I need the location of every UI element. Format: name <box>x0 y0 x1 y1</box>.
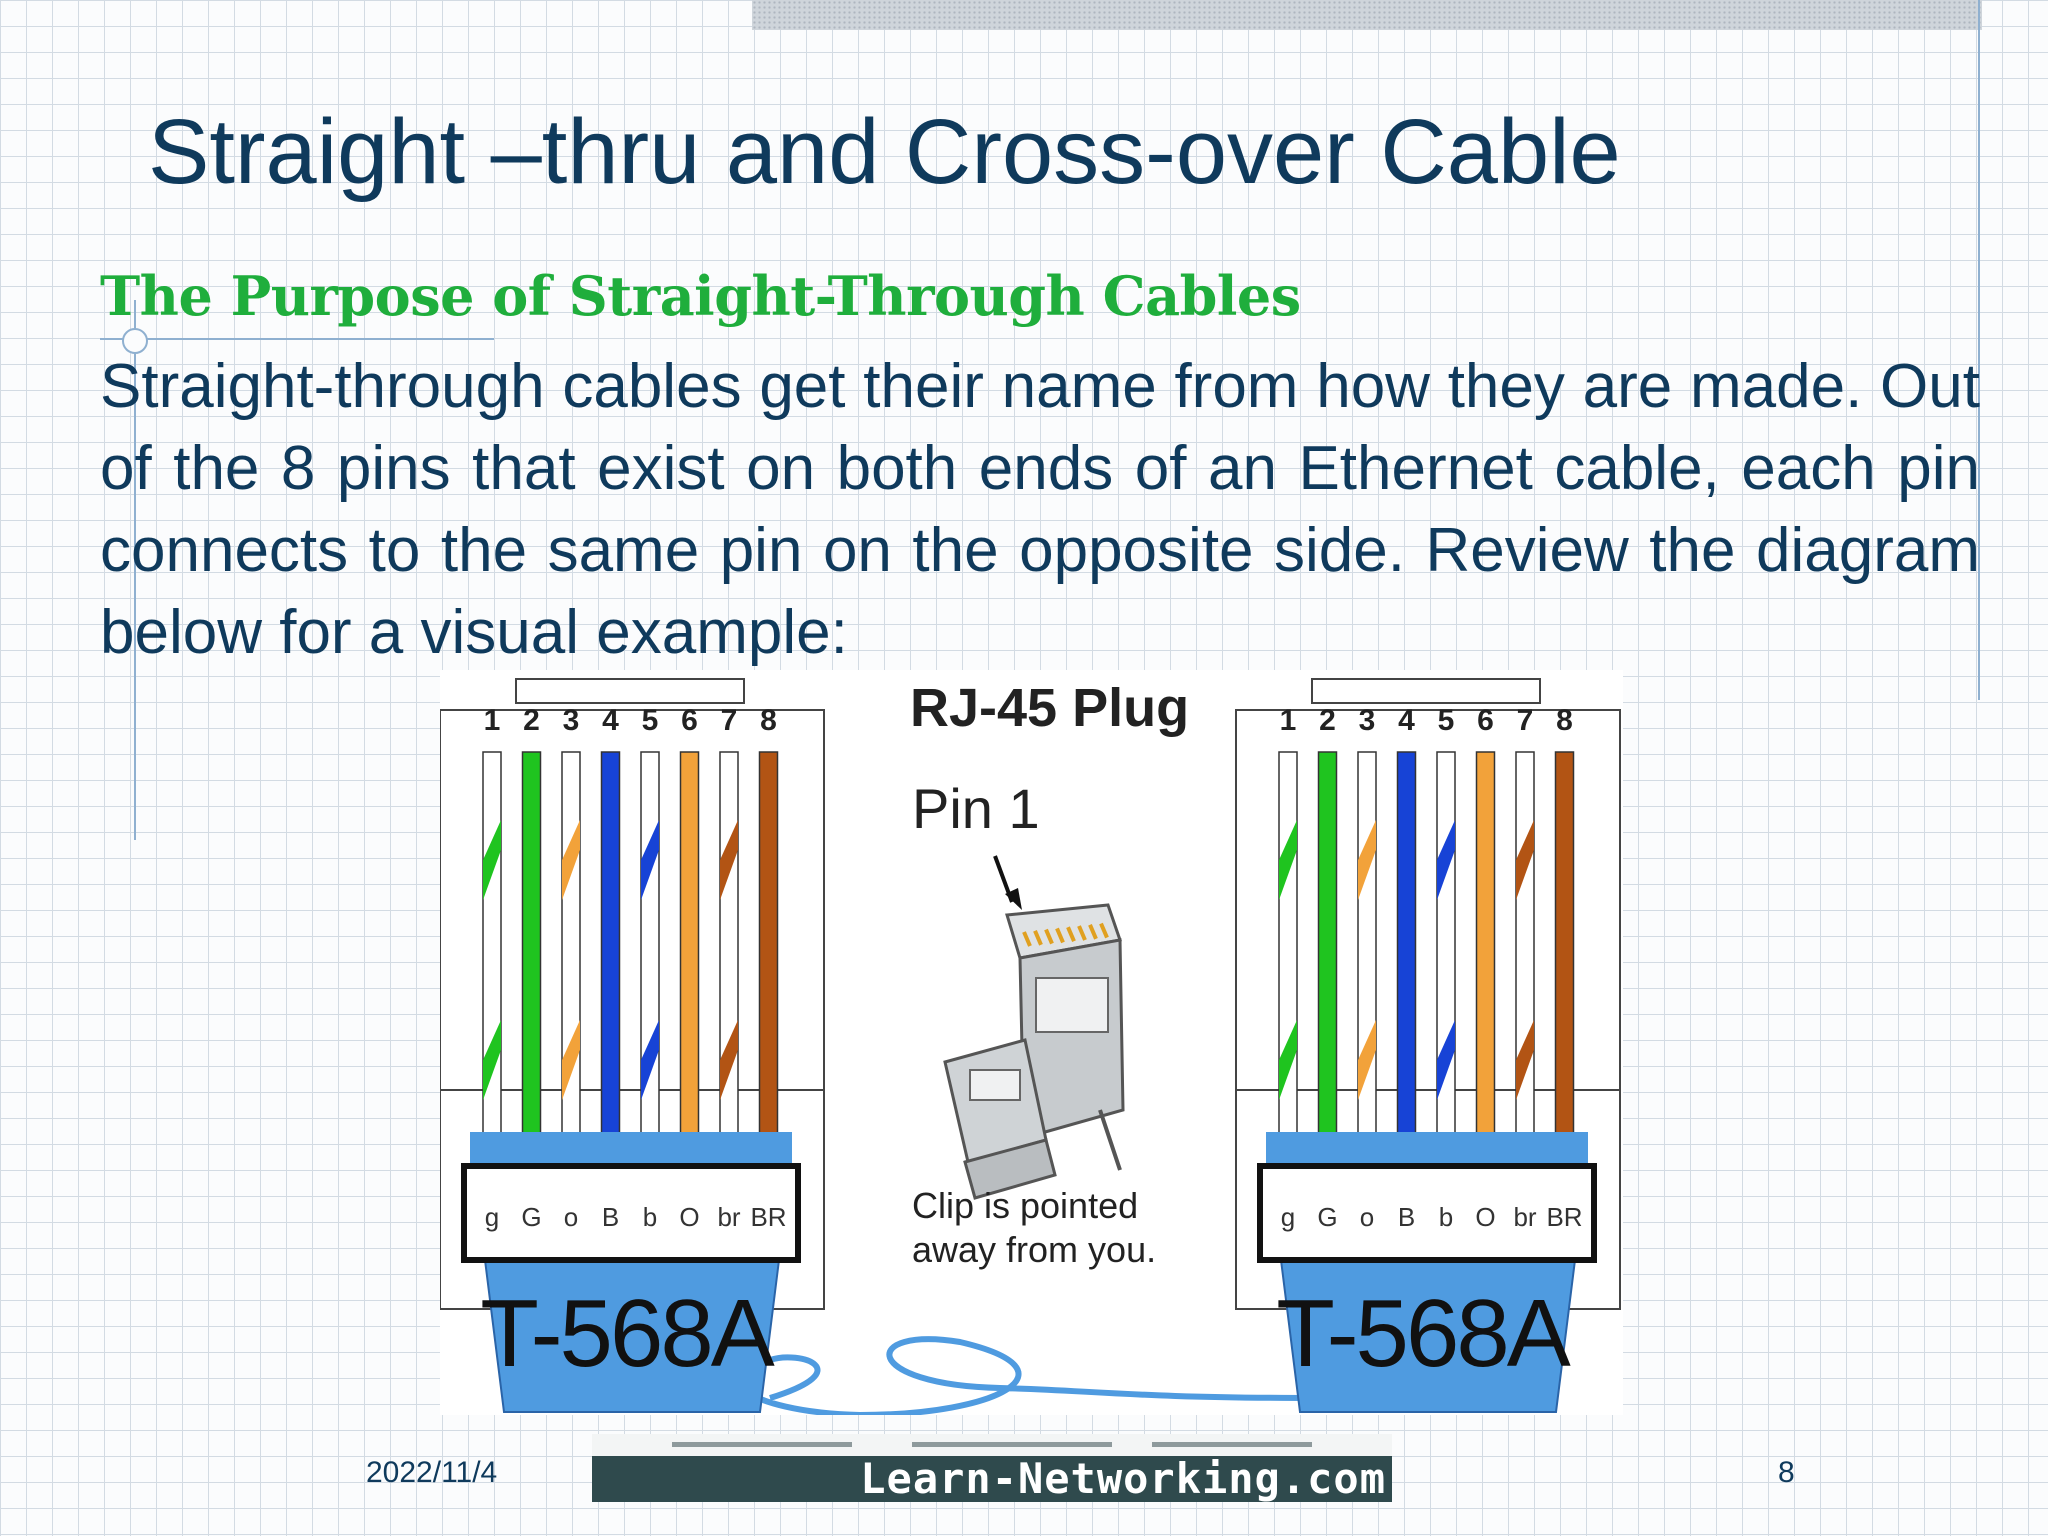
clip-note-line1: Clip is pointed <box>912 1185 1138 1226</box>
left-wire-stripe <box>562 1020 580 1100</box>
left-wire-code: br <box>717 1202 740 1232</box>
source-banner-text: Learn-Networking.com <box>860 1454 1386 1502</box>
slide-title: Straight –thru and Cross-over Cable <box>148 101 1621 203</box>
left-wire-code: o <box>564 1202 578 1232</box>
decorative-vertical-line-left <box>134 300 136 840</box>
right-wire-stripe <box>1358 820 1376 900</box>
right-wire-code: BR <box>1546 1202 1582 1232</box>
right-wire-stripe <box>1516 1020 1534 1100</box>
left-pin-number: 4 <box>602 704 619 737</box>
left-wire-code: b <box>643 1202 657 1232</box>
right-wire-stripe <box>1437 1020 1455 1100</box>
plug-pin-contact <box>1088 924 1098 940</box>
banner-strip-dash <box>1152 1442 1312 1447</box>
right-label-band <box>1257 1163 1597 1263</box>
plug-pin-contact <box>1099 922 1109 939</box>
right-pin-number: 7 <box>1517 704 1534 737</box>
left-wire-code: BR <box>750 1202 786 1232</box>
left-wire-stripe <box>483 1020 501 1100</box>
right-pin-number: 6 <box>1477 704 1494 737</box>
right-wire-stripe <box>1279 1020 1297 1100</box>
left-label-band <box>461 1163 801 1263</box>
right-wire-code: b <box>1439 1202 1453 1232</box>
right-wire-solid <box>1475 751 1496 1141</box>
left-wire-code: B <box>602 1202 619 1232</box>
banner-strip-dash <box>912 1442 1112 1447</box>
right-pin-number: 8 <box>1556 704 1573 737</box>
plug-pin-contact <box>1044 928 1054 945</box>
left-pin-number: 3 <box>563 704 580 737</box>
right-pin-number: 2 <box>1319 704 1336 737</box>
rj45-wiring-diagram: RJ-45 Plug Pin 1 Clip is pointed away fr… <box>440 670 1623 1415</box>
left-wire-stripe <box>483 820 501 900</box>
right-wire-solid <box>1554 751 1575 1141</box>
right-pin-number: 3 <box>1359 704 1376 737</box>
right-wire-code: G <box>1317 1202 1337 1232</box>
rj45-plug-title: RJ-45 Plug <box>910 678 1189 738</box>
plug-pin-contact <box>1022 931 1032 947</box>
left-wire-stripe <box>720 1020 738 1100</box>
right-standard-label: T-568A <box>1276 1280 1570 1387</box>
left-pin-number: 1 <box>484 704 501 737</box>
left-wire-solid <box>758 751 779 1141</box>
left-pin-number: 5 <box>642 704 659 737</box>
left-wire-code: O <box>679 1202 699 1232</box>
rj45-plug-icon <box>943 855 1125 1200</box>
right-wire-code: B <box>1398 1202 1415 1232</box>
left-wire-stripe <box>641 820 659 900</box>
decorative-vertical-line-right <box>1978 0 1980 700</box>
right-wire-code: o <box>1360 1202 1374 1232</box>
plug-pin-contact <box>1077 925 1087 941</box>
left-wire-stripe <box>562 820 580 900</box>
left-clip-tab <box>515 678 745 704</box>
right-pin-number: 5 <box>1438 704 1455 737</box>
right-wire-stripe <box>1437 820 1455 900</box>
right-wire-code: br <box>1513 1202 1536 1232</box>
left-wire-code: g <box>485 1202 499 1232</box>
pin1-label: Pin 1 <box>912 777 1040 840</box>
right-wire-solid <box>1396 751 1417 1141</box>
banner-strip-dash <box>672 1442 852 1447</box>
cable-loop <box>732 1336 1321 1415</box>
right-pin-number: 4 <box>1398 704 1415 737</box>
left-wire-stripe <box>720 820 738 900</box>
decorative-horizontal-line <box>100 338 494 340</box>
slide-body-text: Straight-through cables get their name f… <box>100 352 1980 667</box>
right-pin-number: 1 <box>1280 704 1297 737</box>
right-wire-code: g <box>1281 1202 1295 1232</box>
plug-pin-contact <box>1066 926 1076 942</box>
clip-note-line2: away from you. <box>912 1229 1156 1270</box>
top-decorative-bar <box>752 0 1982 30</box>
left-pin-number: 6 <box>681 704 698 737</box>
banner-top-strip <box>592 1434 1392 1456</box>
plug-pin-contact <box>1055 927 1065 944</box>
wiring-diagram-svg: RJ-45 Plug Pin 1 Clip is pointed away fr… <box>440 678 1621 1415</box>
slide-page-number: 8 <box>1778 1456 1795 1489</box>
decorative-circle <box>122 328 148 354</box>
left-pin-number: 2 <box>523 704 540 737</box>
source-banner: Learn-Networking.com <box>592 1434 1392 1502</box>
left-wire-solid <box>600 751 621 1141</box>
plug-pin-contact <box>1033 930 1043 946</box>
left-pin-number: 7 <box>721 704 738 737</box>
slide-subtitle: The Purpose of Straight-Through Cables <box>100 264 1301 328</box>
left-wire-solid <box>521 751 542 1141</box>
right-wire-stripe <box>1279 820 1297 900</box>
right-wire-code: O <box>1475 1202 1495 1232</box>
left-wire-stripe <box>641 1020 659 1100</box>
left-standard-label: T-568A <box>480 1280 774 1387</box>
right-wire-stripe <box>1516 820 1534 900</box>
left-pin-number: 8 <box>760 704 777 737</box>
right-wire-solid <box>1317 751 1338 1141</box>
right-wire-stripe <box>1358 1020 1376 1100</box>
left-wire-code: G <box>521 1202 541 1232</box>
slide-date: 2022/11/4 <box>366 1456 498 1489</box>
right-clip-tab <box>1311 678 1541 704</box>
left-wire-solid <box>679 751 700 1141</box>
